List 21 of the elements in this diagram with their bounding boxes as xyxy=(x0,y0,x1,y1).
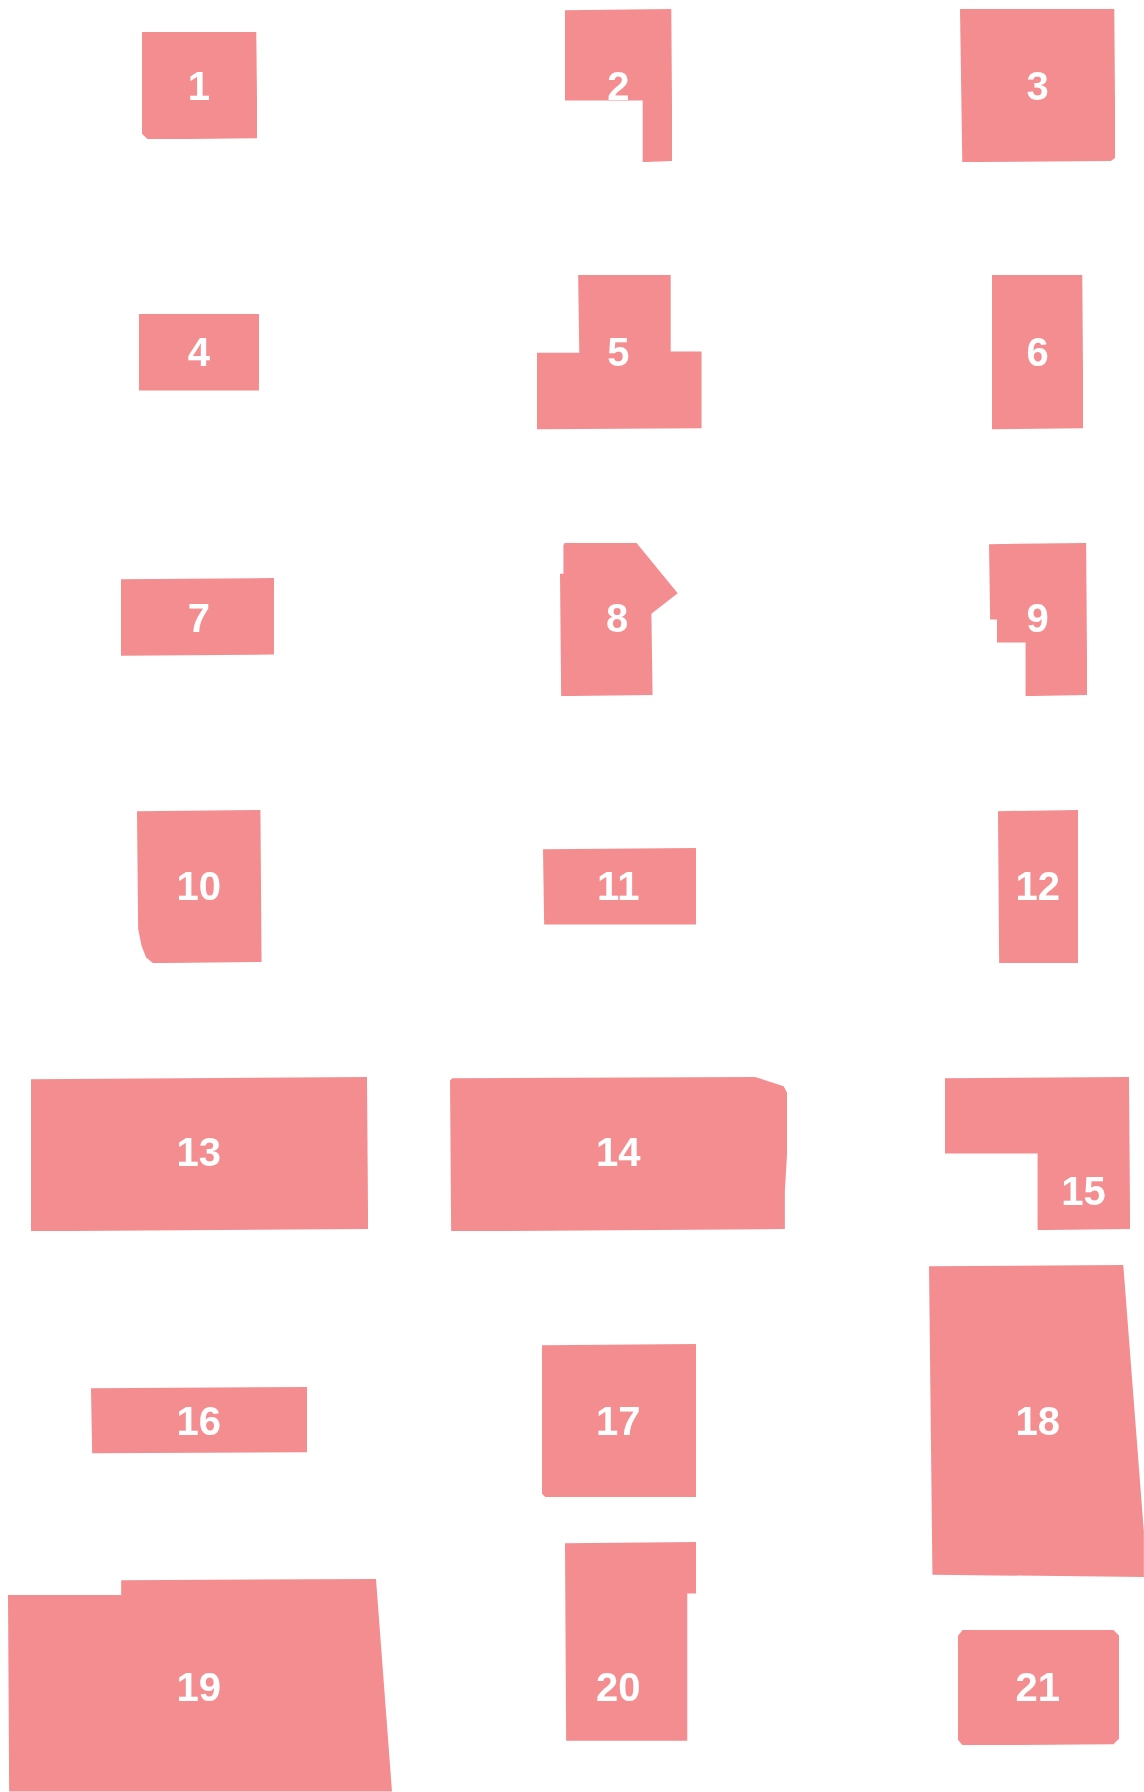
region-number: 7 xyxy=(187,598,210,639)
region-number: 2 xyxy=(607,65,630,106)
region-number: 18 xyxy=(1015,1400,1060,1441)
region-number: 17 xyxy=(596,1400,641,1441)
region-number: 14 xyxy=(596,1132,641,1172)
region-number: 13 xyxy=(176,1132,222,1172)
region-number: 16 xyxy=(176,1400,222,1441)
region-number: 21 xyxy=(1015,1666,1060,1707)
region-number: 3 xyxy=(1026,65,1049,106)
region-number: 15 xyxy=(1061,1170,1106,1211)
region-number: 19 xyxy=(176,1666,222,1707)
region-number: 5 xyxy=(607,332,630,372)
region-number: 12 xyxy=(1015,865,1060,906)
region-number: 10 xyxy=(176,865,222,906)
region-number: 9 xyxy=(1026,598,1049,639)
region-number: 4 xyxy=(187,332,210,372)
region-number: 11 xyxy=(597,865,640,906)
region-number: 20 xyxy=(596,1666,641,1707)
region-number: 6 xyxy=(1026,332,1049,372)
region-number: 8 xyxy=(606,598,629,639)
region-number: 1 xyxy=(187,65,210,106)
